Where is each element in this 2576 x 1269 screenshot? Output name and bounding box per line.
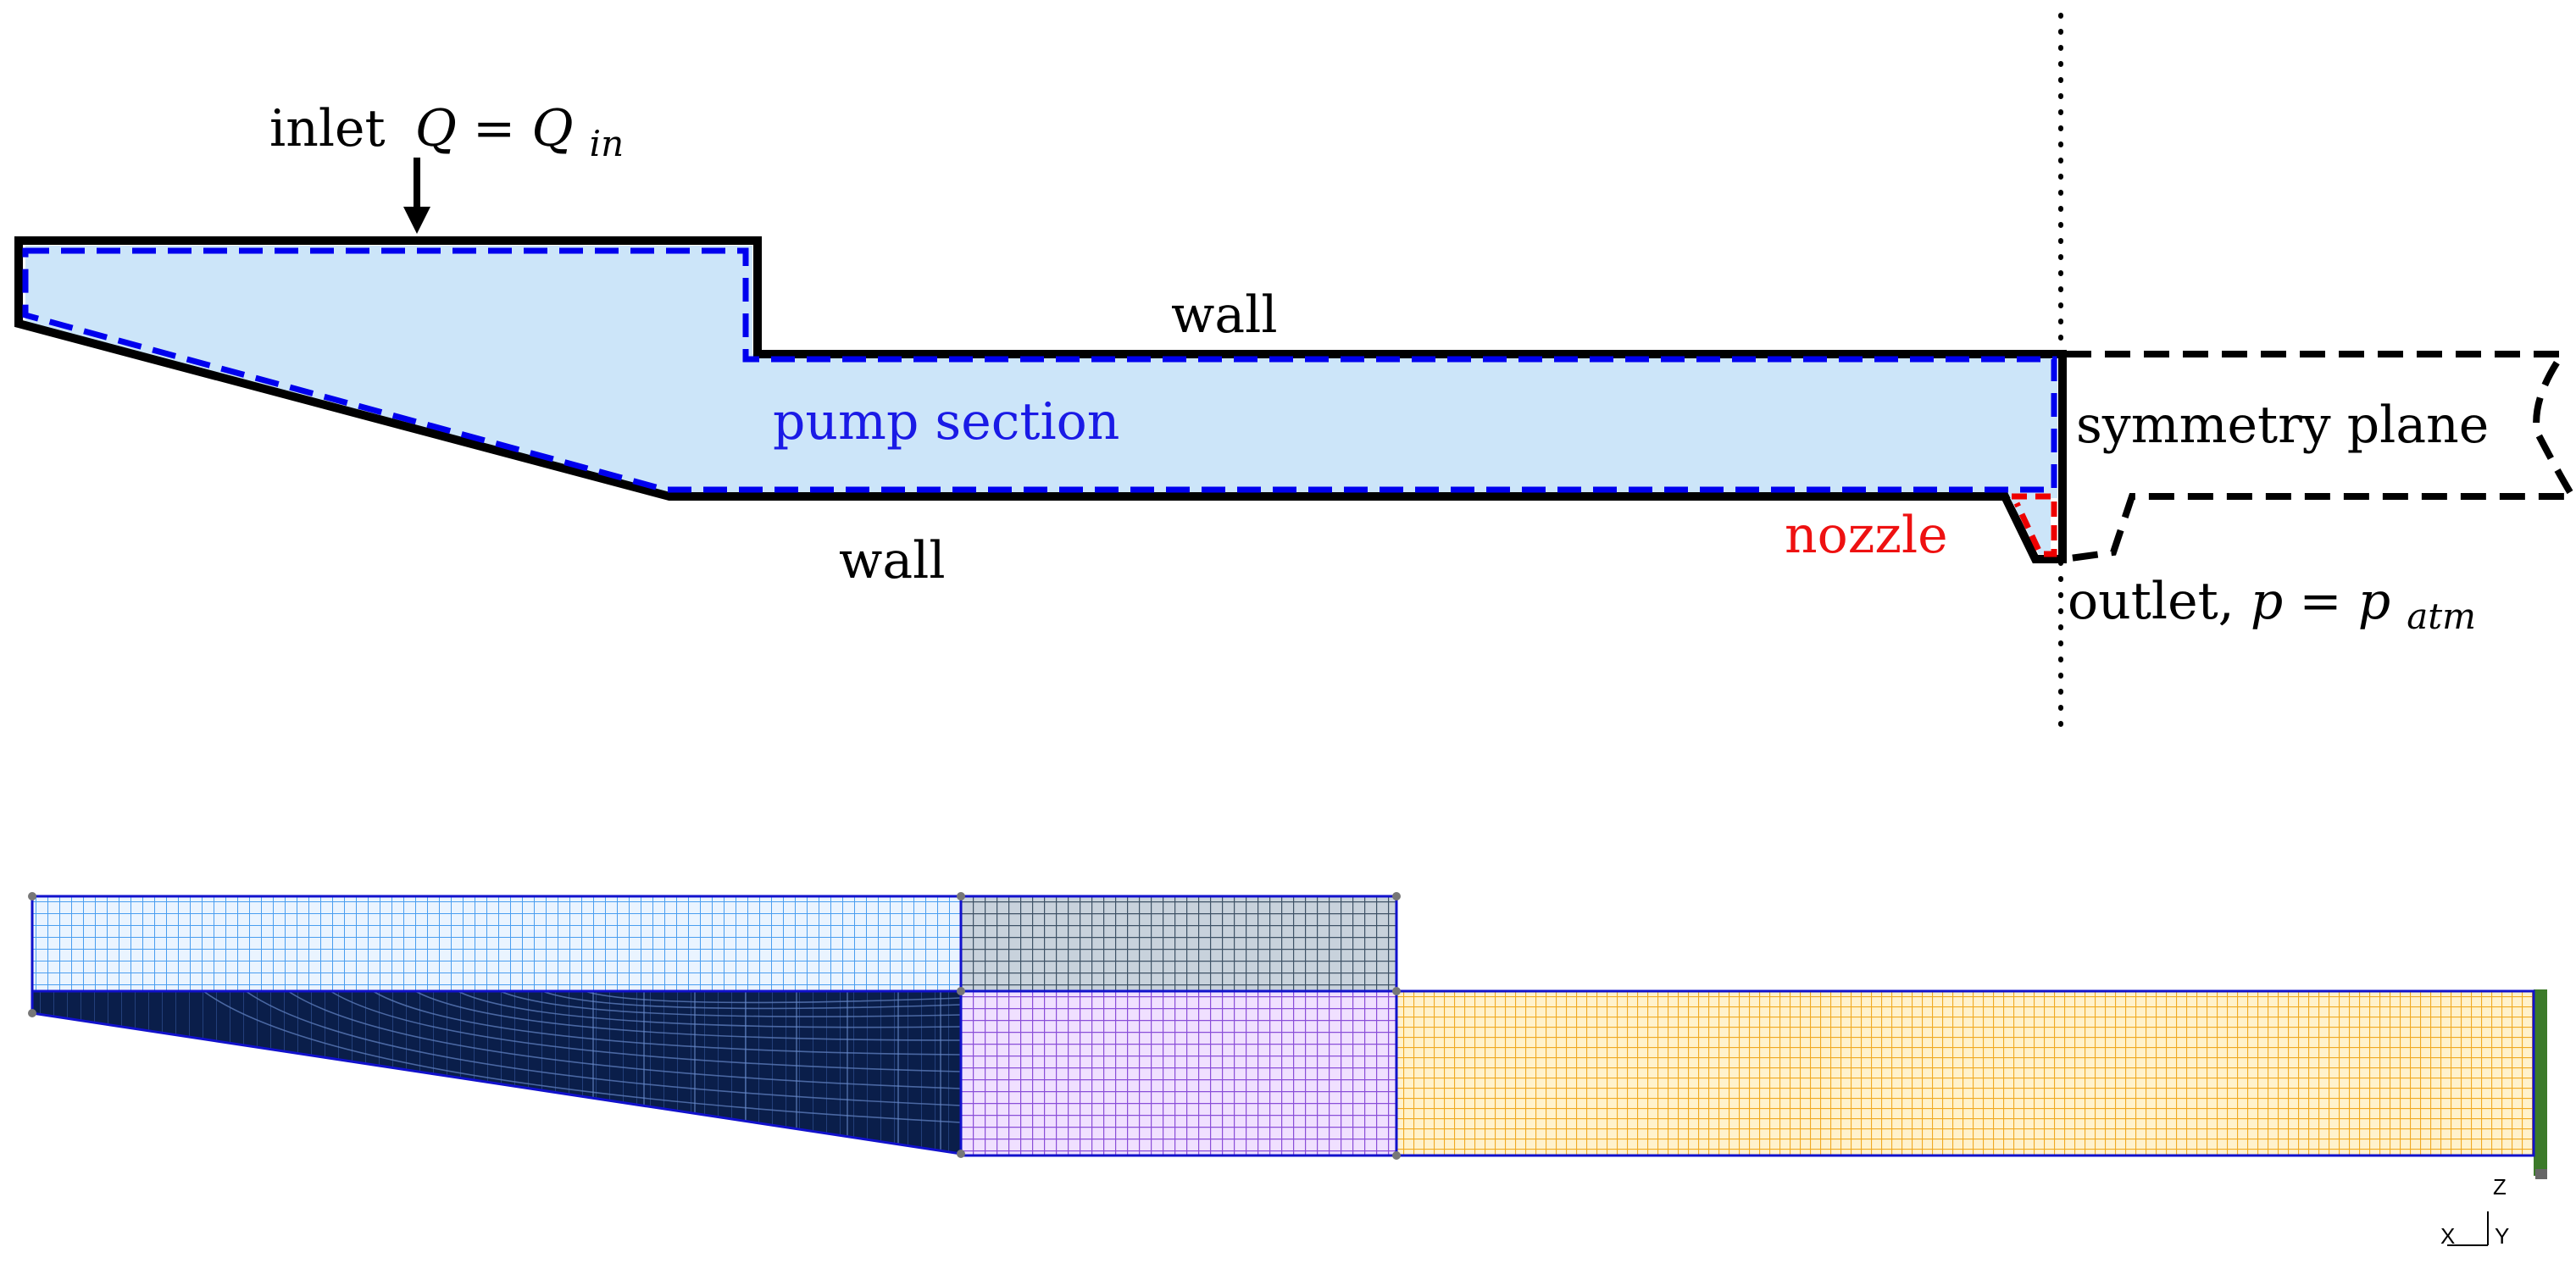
- outlet-p: p: [2251, 572, 2283, 631]
- inlet-qin-base: Q: [531, 99, 573, 158]
- mesh-outlines: [31, 895, 2535, 1157]
- pump-section-outline: [22, 247, 2057, 493]
- axis-z-label: Z: [2493, 1174, 2507, 1200]
- mesh-block-lower-mid: [961, 991, 1396, 1155]
- mesh: Z X Y: [28, 892, 2547, 1249]
- outlet-prefix: outlet,: [2068, 572, 2251, 631]
- mesh-vertices: [28, 892, 1401, 1160]
- outlet-patm-base: p: [2358, 572, 2390, 631]
- symmetry-plane-label: symmetry plane: [2076, 396, 2489, 455]
- outlet-label: outlet, p = p atm: [2068, 572, 2476, 637]
- outlet-patm-sub: atm: [2407, 596, 2476, 637]
- wall-bottom-label: wall: [839, 531, 946, 590]
- mesh-block-upper-mid: [961, 896, 1396, 991]
- mesh-block-lower-left: [32, 991, 961, 1154]
- mesh-block-upper-left: [32, 896, 961, 991]
- schematic: inlet Q = Q in wall wall pump section no…: [14, 13, 2576, 729]
- axis-y-label: Y: [2495, 1223, 2509, 1249]
- inlet-eq: =: [473, 99, 531, 158]
- nozzle-outline: [2012, 493, 2057, 557]
- mesh-block-right: [1396, 991, 2534, 1155]
- inlet-label: inlet Q = Q in: [269, 99, 624, 164]
- mesh-nozzle-cap: [2535, 1169, 2547, 1179]
- inlet-prefix: inlet: [269, 99, 386, 158]
- inlet-q: Q: [415, 99, 457, 158]
- inlet-qin-sub: in: [590, 123, 624, 164]
- axis-triad: Z X Y: [2440, 1174, 2509, 1249]
- pump-section-fill: [25, 246, 2057, 498]
- mesh-fan-lines: [203, 990, 962, 1123]
- symmetry-region-outline: [2063, 351, 2576, 562]
- wall-top-label: wall: [1171, 285, 1278, 345]
- wall-outline: [14, 236, 2067, 563]
- mesh-lower-left-grid: [592, 991, 941, 1150]
- nozzle-label: nozzle: [1785, 506, 1948, 565]
- outlet-eq: =: [2299, 572, 2357, 631]
- mesh-nozzle-strip: [2534, 989, 2547, 1176]
- pump-section-label: pump section: [773, 392, 1119, 452]
- axis-x-label: X: [2440, 1223, 2455, 1249]
